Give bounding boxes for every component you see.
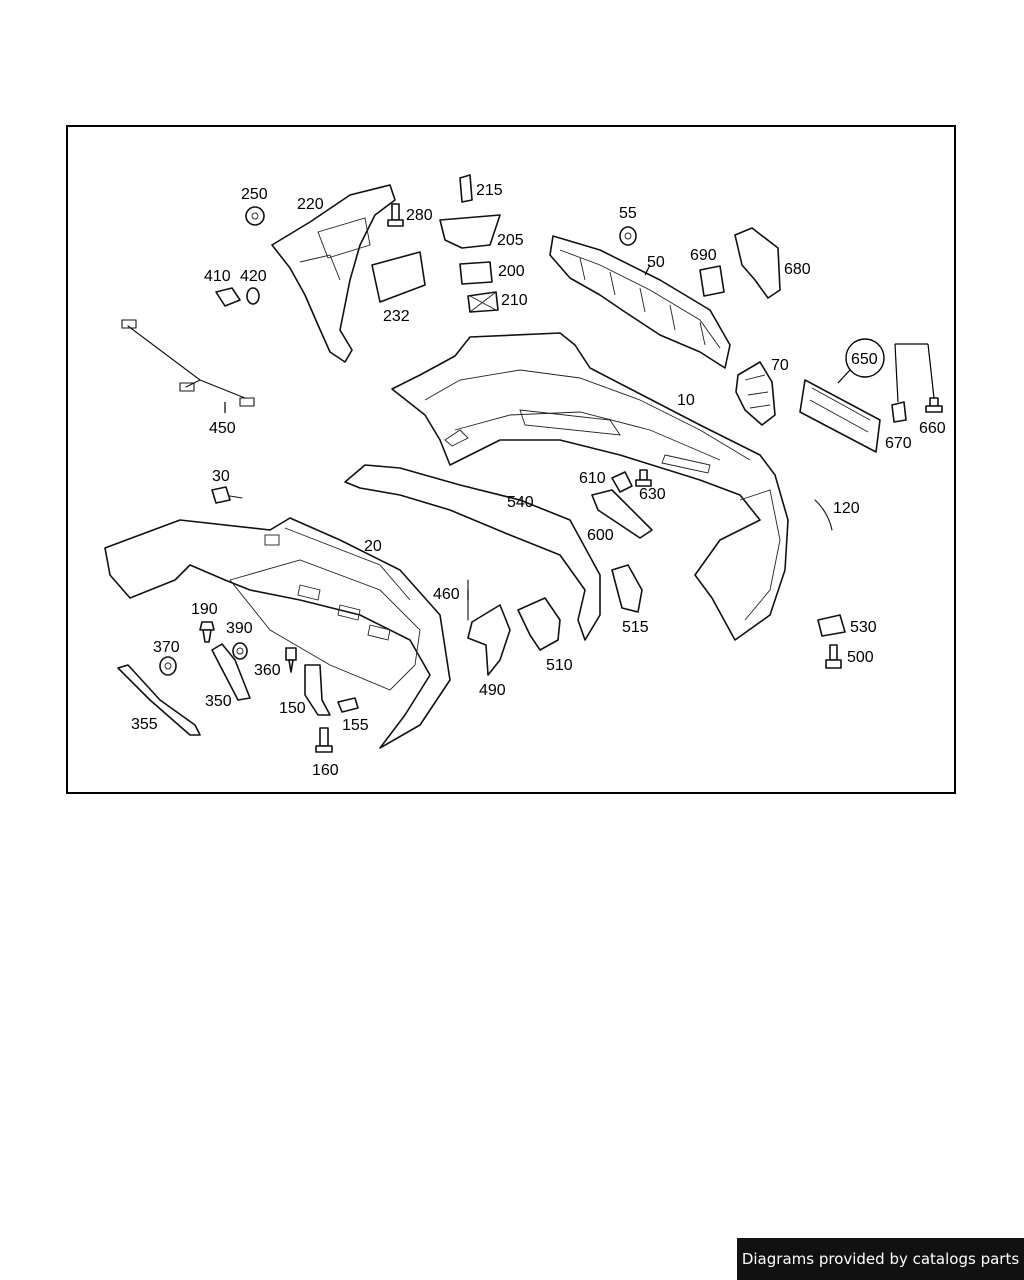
part-70-bracket	[735, 361, 776, 426]
part-10-bumper-cover	[391, 332, 789, 641]
part-160-screw	[315, 727, 333, 753]
part-280-screw	[387, 203, 404, 227]
part-600-bracket	[591, 489, 653, 539]
callout-210: 210	[501, 292, 528, 309]
part-232-pad	[371, 251, 426, 303]
callout-70: 70	[771, 357, 789, 374]
parts-diagram-frame	[66, 125, 956, 794]
callout-200: 200	[498, 263, 525, 280]
callout-670: 670	[885, 435, 912, 452]
callout-515: 515	[622, 619, 649, 636]
part-215-foam-pad	[459, 174, 473, 203]
callout-280: 280	[406, 207, 433, 224]
callout-630: 630	[639, 486, 666, 503]
callout-460: 460	[433, 586, 460, 603]
part-200-bracket	[459, 261, 493, 285]
part-250-grommet	[245, 206, 265, 226]
callout-600: 600	[587, 527, 614, 544]
leader-lines	[224, 264, 935, 600]
part-50-support-bracket	[549, 235, 731, 369]
part-420-ring	[246, 287, 260, 305]
callout-120: 120	[833, 500, 860, 517]
callout-205: 205	[497, 232, 524, 249]
part-190-clip	[199, 621, 215, 643]
callout-190: 190	[191, 601, 218, 618]
callout-150: 150	[279, 700, 306, 717]
part-120-trim-strip	[814, 499, 833, 531]
part-350-bracket	[211, 643, 251, 701]
part-355-strip	[117, 664, 201, 736]
part-220-side-bracket	[271, 184, 396, 363]
callout-250: 250	[241, 186, 268, 203]
callout-680: 680	[784, 261, 811, 278]
callout-labels: 10 20 30 50 55 70 120 150 155 160 190 20…	[131, 182, 946, 779]
part-20-lower-diffuser	[104, 517, 451, 749]
part-490-bracket	[467, 604, 511, 676]
part-630-screw	[635, 469, 652, 487]
part-680-bracket	[734, 227, 781, 299]
callout-530: 530	[850, 619, 877, 636]
callout-10: 10	[677, 392, 695, 409]
callout-660: 660	[919, 420, 946, 437]
part-360-push-clip	[285, 647, 297, 673]
callout-540: 540	[507, 494, 534, 511]
part-210-clip	[467, 291, 499, 313]
part-670-clip	[891, 401, 907, 423]
callout-30: 30	[212, 468, 230, 485]
part-155-clip	[337, 697, 359, 713]
callout-355: 355	[131, 716, 158, 733]
callout-690: 690	[690, 247, 717, 264]
callout-420: 420	[240, 268, 267, 285]
credit-watermark: Diagrams provided by catalogs parts	[737, 1238, 1024, 1280]
callout-160: 160	[312, 762, 339, 779]
part-450-wiring-harness	[121, 319, 255, 407]
callout-220: 220	[297, 196, 324, 213]
callout-360: 360	[254, 662, 281, 679]
part-150-bracket	[304, 664, 331, 716]
callout-50: 50	[647, 254, 665, 271]
callout-450: 450	[209, 420, 236, 437]
callout-circle-650	[845, 338, 885, 378]
part-510-bracket	[517, 597, 561, 651]
part-540-trim-strip	[344, 464, 601, 641]
part-30-clip	[211, 486, 243, 504]
part-410-sensor	[215, 287, 241, 307]
part-55-nut	[619, 226, 637, 246]
part-205-bracket	[439, 214, 501, 249]
part-515-trim-ring	[611, 564, 643, 613]
part-500-screw	[825, 644, 842, 669]
callout-20: 20	[364, 538, 382, 555]
callout-155: 155	[342, 717, 369, 734]
callout-390: 390	[226, 620, 253, 637]
callout-510: 510	[546, 657, 573, 674]
callout-490: 490	[479, 682, 506, 699]
part-370-nut	[159, 656, 177, 676]
part-530-clip	[817, 614, 846, 637]
part-690-pad	[699, 265, 725, 297]
callout-500: 500	[847, 649, 874, 666]
part-650-license-plate-holder	[799, 379, 881, 453]
callout-370: 370	[153, 639, 180, 656]
callout-650: 650	[851, 351, 878, 368]
part-610-cover	[611, 471, 633, 493]
callout-55: 55	[619, 205, 637, 222]
callout-232: 232	[383, 308, 410, 325]
callout-410: 410	[204, 268, 231, 285]
part-660-screw	[925, 397, 943, 413]
callout-350: 350	[205, 693, 232, 710]
callout-610: 610	[579, 470, 606, 487]
part-390-nut	[232, 642, 248, 660]
callout-215: 215	[476, 182, 503, 199]
